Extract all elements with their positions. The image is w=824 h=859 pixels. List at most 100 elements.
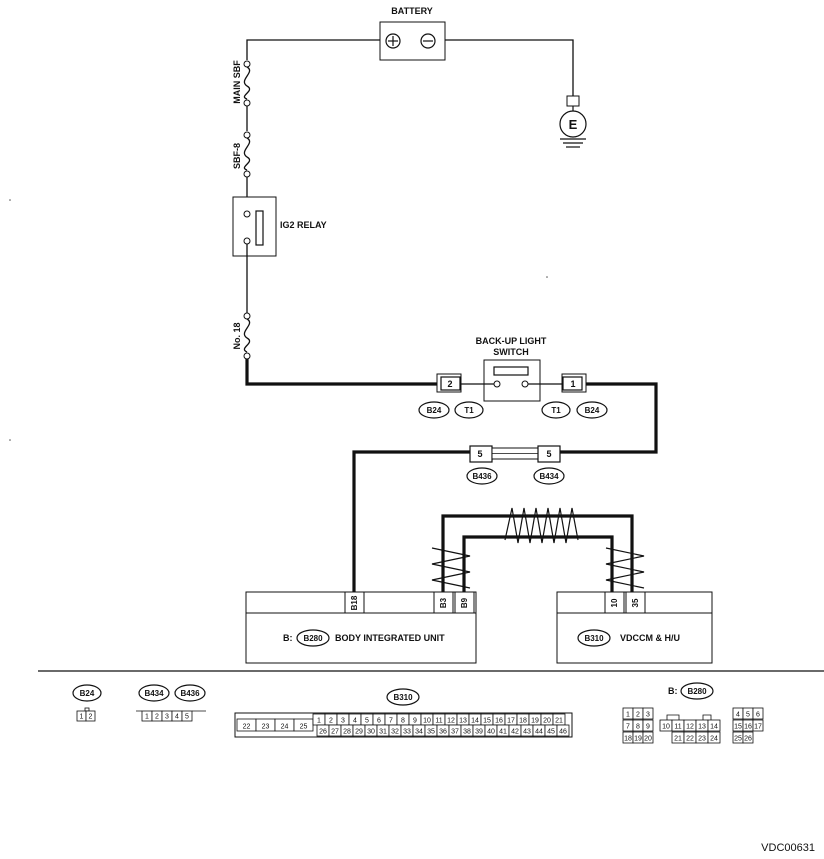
cv-b310-pin-37-label: 37: [451, 729, 459, 736]
no18-label: No. 18: [232, 322, 242, 349]
vdccm-box: [556, 591, 713, 664]
cv-b310-pin-7-label: 7: [389, 718, 393, 725]
connector-b436-oval: [466, 467, 498, 485]
relay-coil: [255, 210, 264, 246]
cv-b310-pin-42-label: 42: [511, 729, 519, 736]
cv-b434-pin-4-label: 4: [175, 714, 179, 721]
sbf8-fuse: [243, 131, 251, 178]
cv-b280-pin-17-label: 17: [754, 724, 762, 731]
cv-b280-pin-14-label: 14: [710, 724, 718, 731]
connector-b434-pin: 5: [546, 449, 551, 459]
cv-b434-pin-5-label: 5: [185, 714, 189, 721]
cv-b280-pin-1-label: 1: [626, 712, 630, 719]
can-wire-outer: [441, 514, 634, 592]
cv-b24-pin-2-cell: [85, 710, 96, 722]
cv-b280-pin-24-cell: [707, 731, 721, 744]
ig2-relay-box: [232, 196, 277, 257]
cv-b310-pin-10-label: 10: [423, 718, 431, 725]
cv-b280-pin-5-label: 5: [746, 712, 750, 719]
vdccm-pin-35-cell: [625, 591, 646, 614]
cv-b436-oval: [174, 684, 206, 702]
can-wire-inner: [462, 535, 614, 592]
cv-b310-pin-39-label: 39: [475, 729, 483, 736]
cv-b310-pin-8-label: 8: [401, 718, 405, 725]
cv-b280-pin-16-label: 16: [744, 724, 752, 731]
cv-b310-pin-38-label: 38: [463, 729, 471, 736]
body-unit-connector-oval: [296, 629, 330, 647]
relay-contact-bottom: [243, 237, 251, 245]
connector-b434-pin-box: [537, 445, 561, 463]
connector-t1-left-label: T1: [464, 406, 474, 415]
cv-b280-pin-26-label: 26: [744, 736, 752, 743]
cv-b310-pin-25-label: 25: [300, 724, 308, 731]
vdccm-connector-oval: [577, 629, 611, 647]
cv-b310-pin-6-label: 6: [377, 718, 381, 725]
main-sbf-fuse: [243, 60, 251, 107]
cv-b310-pin-22-label: 22: [243, 724, 251, 731]
vdccm-label: VDCCM & H/U: [620, 633, 680, 643]
cv-b310-pin-1-label: 1: [317, 718, 321, 725]
body-pin-b9: B9: [460, 597, 469, 608]
cv-b280-pin-19-label: 19: [634, 736, 642, 743]
cv-b280-pin-26-cell: [742, 731, 754, 744]
backup-light-switch-box: [483, 359, 541, 402]
cv-b280-pin-9-label: 9: [646, 724, 650, 731]
vdccm-pin-10-cell: [604, 591, 625, 614]
body-pin-b9-cell: [454, 591, 475, 614]
cv-b310-oval: [386, 688, 420, 706]
relay-contact-top: [243, 210, 251, 218]
connector-t1-right-oval: [541, 401, 571, 419]
no18-fuse: [243, 312, 251, 360]
cv-b434-pin-3-label: 3: [165, 714, 169, 721]
vdccm-pin-35: 35: [631, 598, 640, 607]
wire-switch-to-b434: [560, 382, 658, 454]
cv-b280-pin-20-label: 20: [644, 736, 652, 743]
cv-b310-pin-45-label: 45: [547, 729, 555, 736]
cv-b310-pin-34-label: 34: [415, 729, 423, 736]
switch-label-line2: SWITCH: [493, 347, 529, 357]
wire-battery-positive: [246, 39, 380, 60]
cv-b280-pin-12-label: 12: [686, 724, 694, 731]
connector-b24-left-label: B24: [427, 406, 442, 415]
cv-b310-pin-23-label: 23: [262, 724, 270, 731]
cv-b310-pin-5-label: 5: [365, 718, 369, 725]
cv-b310-pin-21-label: 21: [555, 718, 563, 725]
body-unit-connector: B280: [303, 634, 323, 643]
can-twist-top: [504, 507, 579, 544]
sbf8-label: SBF-8: [232, 143, 242, 169]
cv-b310-pin-20-label: 20: [543, 718, 551, 725]
body-pin-b3: B3: [439, 597, 448, 608]
wire-b436-to-body-unit: [352, 450, 470, 592]
cv-b434-name: B434: [144, 689, 164, 698]
ground-label: E: [569, 117, 578, 132]
connector-b434-label: B434: [539, 472, 559, 481]
cv-b280-pin-3-cell: [642, 707, 654, 720]
cv-b310-pin-17-label: 17: [507, 718, 515, 725]
cv-b280-pin-15-label: 15: [734, 724, 742, 731]
vdccm-pin-10: 10: [610, 598, 619, 607]
cv-b310-pin-40-label: 40: [487, 729, 495, 736]
body-pin-b18-cell: [344, 591, 365, 614]
cv-b310-pin-36-label: 36: [439, 729, 447, 736]
cv-b434-pin-2-label: 2: [155, 714, 159, 721]
switch-label-line1: BACK-UP LIGHT: [476, 336, 547, 346]
can-twist-left: [431, 547, 471, 589]
cv-b280-pin-14-cell: [707, 719, 721, 732]
body-unit-prefix: B:: [283, 633, 293, 643]
connector-t1-right-label: T1: [551, 406, 561, 415]
body-pin-b18: B18: [350, 595, 359, 610]
cv-b280-pin-3-label: 3: [646, 712, 650, 719]
cv-b310-pin-19-label: 19: [531, 718, 539, 725]
cv-b310-pin-18-label: 18: [519, 718, 527, 725]
battery-positive-terminal: [385, 33, 401, 49]
cv-b310-pin-26-label: 26: [319, 729, 327, 736]
switch-contact-right: [521, 380, 529, 388]
cv-b280-pin-4-label: 4: [736, 712, 740, 719]
wire-battery-negative: [445, 39, 574, 96]
cv-b280-pin-20-cell: [642, 731, 654, 744]
connector-b436-label: B436: [472, 472, 492, 481]
main-sbf-label: MAIN SBF: [232, 60, 242, 104]
cv-b24-pin-1-label: 1: [80, 714, 84, 721]
cv-b310-pin-33-label: 33: [403, 729, 411, 736]
battery-label: BATTERY: [391, 6, 433, 16]
